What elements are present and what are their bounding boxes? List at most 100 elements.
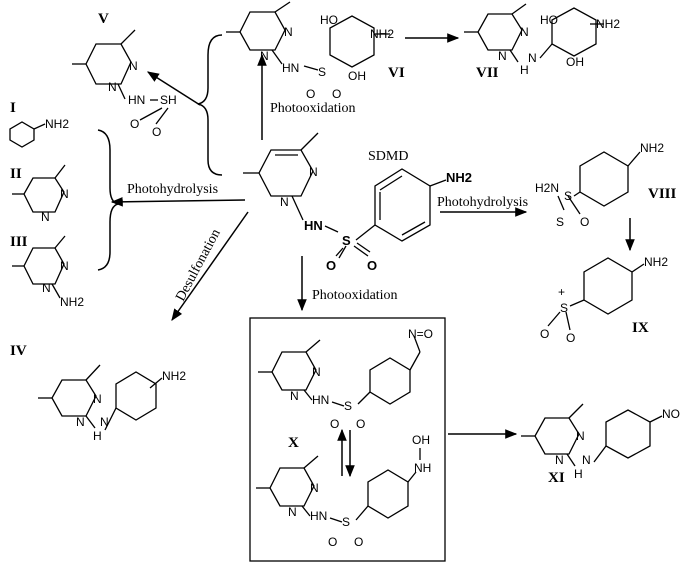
label-photohydrolysis-right: Photohydrolysis — [437, 195, 528, 210]
compound-xb-atom-n1: N — [310, 481, 319, 495]
compound-xi-atom-n: N — [582, 453, 591, 467]
sdmd-atom-nh2: NH2 — [446, 170, 472, 185]
compound-vi-label: VI — [388, 65, 405, 81]
compound-vi-atom-oh: OH — [348, 69, 366, 83]
compound-iv-atom-n1: N — [93, 392, 102, 406]
compound-xb-atom-n2: N — [288, 505, 297, 519]
compound-v-atom-o2: O — [152, 125, 161, 139]
brace-top — [197, 34, 223, 176]
compound-xb-atom-o2: O — [354, 535, 363, 549]
compound-v: V N N HN SH O O — [72, 11, 177, 139]
arrow-photohydrolysis-left — [110, 197, 246, 207]
compound-xi-atom-n1: N — [576, 429, 585, 443]
sdmd-atom-n2: N — [280, 195, 289, 209]
compound-xi-atom-n2: N — [555, 453, 564, 467]
intermediate-box — [249, 317, 446, 562]
compound-x-atom-n1: N — [312, 365, 321, 379]
sdmd-atom-o1: O — [326, 258, 336, 273]
sdmd-label: SDMD — [368, 149, 408, 164]
compound-vii-atom-n1: N — [520, 25, 529, 39]
compound-v-atom-sh: SH — [160, 93, 177, 107]
sdmd-atom-s: S — [342, 233, 351, 248]
label-desulfonation: Desulfonation — [173, 227, 223, 304]
compound-iii-label: III — [10, 234, 28, 250]
compound-x-atom-o2: O — [356, 417, 365, 431]
compound-v-label: V — [98, 11, 109, 27]
compound-vi-atom-nh2: NH2 — [370, 27, 394, 41]
equilibrium-arrows — [337, 428, 355, 478]
compound-ix-atom-o2: O — [566, 331, 575, 345]
compound-x: X N N HN S O O N=O — [258, 327, 433, 451]
compound-ix-atom-o1: O — [540, 327, 549, 341]
compound-vi-atom-hn: HN — [282, 61, 299, 75]
compound-vii-atom-n2: N — [498, 49, 507, 63]
brace-left — [97, 129, 119, 271]
sdmd-molecule: N N HN S O O NH2 SDMD — [243, 132, 472, 273]
compound-vii-atom-oh: OH — [566, 55, 584, 69]
compound-x-atom-s: S — [344, 399, 352, 413]
compound-viii-atom-s: S — [564, 189, 572, 203]
compound-vii: VII N N N H HO OH NH2 — [464, 3, 620, 81]
compound-x-atom-nitroso: N=O — [408, 327, 433, 341]
compound-iii-atom-n1: N — [60, 259, 69, 273]
compound-iv-atom-n2: N — [76, 415, 85, 429]
compound-ix-label: IX — [632, 320, 649, 336]
compound-ix: IX S + O O NH2 — [540, 255, 668, 345]
compound-xb-atom-o1: O — [328, 535, 337, 549]
compound-viii-atom-s2: S — [556, 215, 564, 229]
compound-vii-atom-ho: HO — [540, 13, 558, 27]
compound-xb-atom-oh: OH — [412, 433, 430, 447]
compound-xi: XI N N N H NO — [521, 403, 680, 486]
compound-iv: IV N N N H NH2 — [10, 343, 186, 443]
compound-iv-atom-n: N — [100, 415, 109, 429]
arrow-to-v — [146, 71, 201, 106]
compound-viii-label: VIII — [648, 186, 677, 202]
label-photohydrolysis-left: Photohydrolysis — [127, 182, 218, 197]
compound-xi-atom-h: H — [574, 467, 583, 481]
compound-xi-atom-no: NO — [662, 407, 680, 421]
sdmd-atom-o2: O — [367, 258, 377, 273]
compound-i-atom-nh2: NH2 — [45, 117, 69, 131]
compound-vi-atom-s: S — [318, 65, 326, 79]
compound-vii-atom-h: H — [520, 63, 529, 77]
compound-ix-atom-plus: + — [558, 285, 565, 299]
reaction-arrows — [110, 33, 635, 439]
compound-iv-atom-nh2: NH2 — [162, 369, 186, 383]
compound-ii-label: II — [10, 166, 22, 182]
sdmd-atom-n1: N — [309, 165, 318, 179]
compound-viii-atom-nh2: NH2 — [640, 141, 664, 155]
compound-xb-atom-s: S — [342, 515, 350, 529]
compound-vi-atom-o2: O — [332, 87, 341, 101]
compound-vii-label: VII — [476, 65, 499, 81]
compound-vii-atom-nh2: NH2 — [596, 17, 620, 31]
compound-ix-atom-nh2: NH2 — [644, 255, 668, 269]
label-photooxidation-up: Photooxidation — [270, 101, 356, 116]
compound-v-atom-n1: N — [129, 59, 138, 73]
sdmd-atom-hn: HN — [304, 218, 323, 233]
compound-iv-atom-h: H — [93, 429, 102, 443]
compound-viii-atom-o: O — [580, 215, 589, 229]
compound-ii: II N N — [10, 164, 69, 224]
compound-x-atom-n2: N — [290, 389, 299, 403]
compound-x-atom-hn: HN — [312, 393, 329, 407]
compound-x-hydroxylamine: N N HN S O O OH NH — [256, 433, 431, 549]
compound-xb-atom-nh: NH — [414, 461, 431, 475]
compound-vi-atom-o1: O — [306, 87, 315, 101]
compound-v-atom-n2: N — [108, 80, 117, 94]
compound-i-label: I — [10, 100, 16, 116]
compound-vi-atom-ho: HO — [320, 13, 338, 27]
compound-i: I NH2 — [9, 100, 69, 148]
arrow-desulfonation — [171, 211, 249, 321]
label-photooxidation-down: Photooxidation — [312, 288, 398, 303]
compound-iii: III N N NH2 — [10, 234, 84, 309]
compound-iii-atom-n2: N — [42, 281, 51, 295]
compound-vi: VI N N HN S O O HO OH NH2 — [226, 1, 405, 101]
compound-ii-atom-n1: N — [60, 187, 69, 201]
compound-xi-label: XI — [548, 470, 565, 486]
compound-v-atom-o1: O — [130, 117, 139, 131]
compound-xb-atom-hn: HN — [310, 509, 327, 523]
compound-vi-atom-n1: N — [284, 25, 293, 39]
compound-ii-atom-n2: N — [41, 210, 50, 224]
compound-viii: VIII H2N S O S NH2 — [535, 141, 677, 229]
compound-ix-atom-s: S — [560, 301, 568, 315]
